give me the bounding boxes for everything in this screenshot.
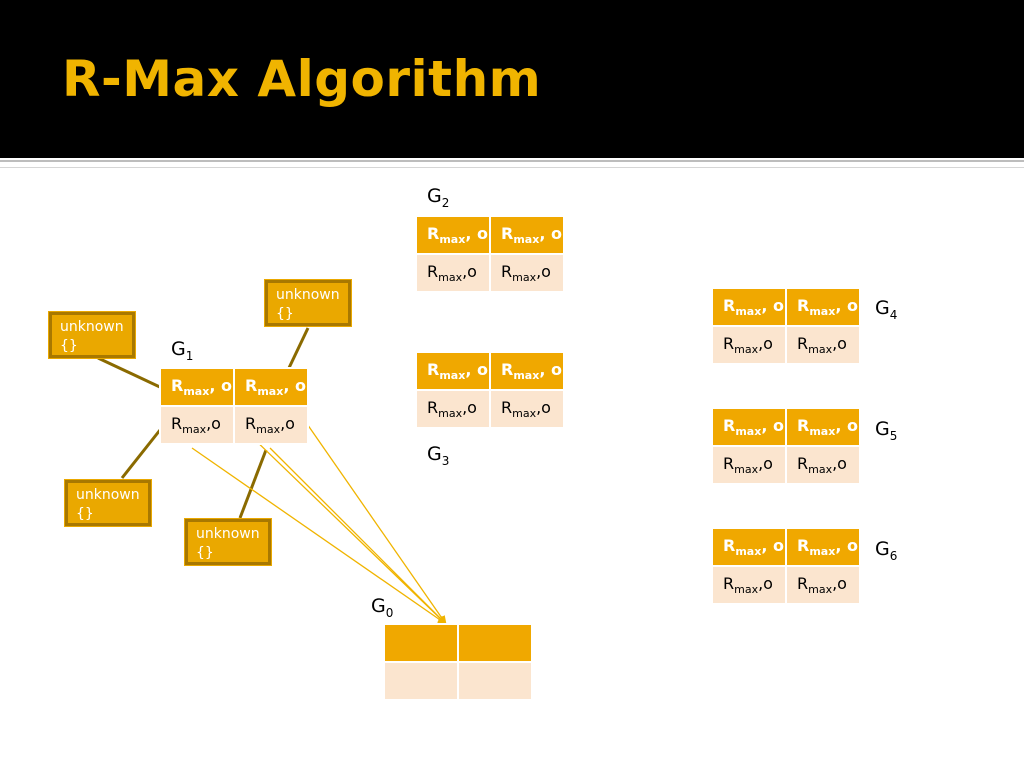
table-cell: Rmax,o (785, 445, 861, 485)
link-unknown-top-right (286, 327, 310, 371)
link-unknown-bottom-left (120, 429, 162, 479)
unknown-node-bottom-mid: unknown {} (184, 518, 272, 566)
link-unknown-top-left (97, 356, 163, 390)
link-unknown-bottom-mid (238, 449, 268, 519)
table-cell: Rmax,o (415, 253, 491, 293)
table-cell: Rmax,o (415, 389, 491, 429)
table-row: Rmax,o Rmax,o (711, 565, 861, 605)
table-cell: Rmax, o (785, 407, 861, 447)
table-row: Rmax, o Rmax, o (415, 215, 565, 255)
table-cell: Rmax, o (489, 215, 565, 255)
arrow-4 (269, 447, 447, 625)
title-bar (0, 0, 1024, 158)
g5-label: G5 (875, 418, 898, 443)
table-row: Rmax, o Rmax, o (711, 407, 861, 447)
table-cell: Rmax,o (233, 405, 309, 445)
table-cell: Rmax, o (415, 351, 491, 391)
table-cell: Rmax,o (711, 445, 787, 485)
table-row (383, 623, 533, 663)
g2-table: Rmax, o Rmax, o Rmax,o Rmax,o (415, 215, 565, 293)
arrow-2 (295, 407, 447, 625)
table-cell: Rmax,o (785, 565, 861, 605)
unknown-value: {} (276, 306, 294, 322)
g4-label: G4 (875, 297, 898, 322)
unknown-label: unknown (60, 319, 124, 335)
unknown-value: {} (196, 545, 214, 561)
g3-label: G3 (427, 443, 450, 468)
table-row: Rmax, o Rmax, o (711, 527, 861, 567)
unknown-label: unknown (276, 287, 340, 303)
arrow-3 (191, 447, 447, 625)
table-cell: Rmax, o (233, 367, 309, 407)
table-cell: Rmax, o (415, 215, 491, 255)
table-cell: Rmax,o (785, 325, 861, 365)
table-cell: Rmax,o (159, 405, 235, 445)
arrow-1 (221, 407, 447, 625)
table-cell (383, 661, 459, 701)
g0-label: G0 (371, 595, 394, 620)
table-cell: Rmax,o (489, 389, 565, 429)
unknown-label: unknown (196, 526, 260, 542)
table-cell: Rmax,o (489, 253, 565, 293)
g2-label: G2 (427, 185, 450, 210)
table-cell: Rmax, o (711, 407, 787, 447)
table-row: Rmax,o Rmax,o (159, 405, 309, 445)
table-cell: Rmax, o (785, 287, 861, 327)
g4-table: Rmax, o Rmax, o Rmax,o Rmax,o (711, 287, 861, 365)
unknown-node-bottom-left: unknown {} (64, 479, 152, 527)
unknown-value: {} (60, 338, 78, 354)
table-row: Rmax, o Rmax, o (159, 367, 309, 407)
table-row: Rmax, o Rmax, o (415, 351, 565, 391)
unknown-label: unknown (76, 487, 140, 503)
table-cell: Rmax, o (159, 367, 235, 407)
unknown-links (97, 327, 310, 519)
g1-table: Rmax, o Rmax, o Rmax,o Rmax,o (159, 367, 309, 445)
g5-table: Rmax, o Rmax, o Rmax,o Rmax,o (711, 407, 861, 485)
table-cell (457, 623, 533, 663)
unknown-value: {} (76, 506, 94, 522)
table-row: Rmax,o Rmax,o (711, 325, 861, 365)
unknown-node-top-right: unknown {} (264, 279, 352, 327)
g0-table (383, 623, 533, 701)
header-divider (0, 160, 1024, 168)
unknown-node-top-left: unknown {} (48, 311, 136, 359)
table-row: Rmax,o Rmax,o (415, 253, 565, 293)
table-row: Rmax,o Rmax,o (415, 389, 565, 429)
table-cell: Rmax,o (711, 325, 787, 365)
table-row (383, 661, 533, 701)
table-cell: Rmax, o (489, 351, 565, 391)
table-row: Rmax,o Rmax,o (711, 445, 861, 485)
table-cell: Rmax, o (785, 527, 861, 567)
table-cell (383, 623, 459, 663)
table-row: Rmax, o Rmax, o (711, 287, 861, 327)
g6-table: Rmax, o Rmax, o Rmax,o Rmax,o (711, 527, 861, 605)
table-cell: Rmax, o (711, 527, 787, 567)
table-cell: Rmax,o (711, 565, 787, 605)
g6-label: G6 (875, 538, 898, 563)
table-cell: Rmax, o (711, 287, 787, 327)
table-cell (457, 661, 533, 701)
transition-arrows (191, 407, 447, 625)
slide-title: R-Max Algorithm (62, 50, 542, 108)
g3-table: Rmax, o Rmax, o Rmax,o Rmax,o (415, 351, 565, 429)
g1-label: G1 (171, 338, 194, 363)
